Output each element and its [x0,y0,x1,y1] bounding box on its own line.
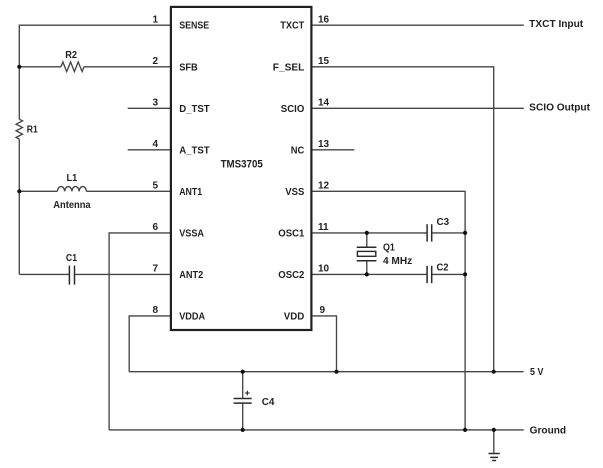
svg-text:D_TST: D_TST [179,104,210,115]
svg-text:12: 12 [318,181,330,192]
svg-text:13: 13 [318,139,330,150]
svg-text:C2: C2 [437,263,449,274]
svg-text:VDD: VDD [284,311,305,322]
svg-text:C3: C3 [437,217,450,228]
svg-text:VSS: VSS [285,187,304,198]
svg-text:C1: C1 [66,253,78,264]
svg-text:OSC1: OSC1 [278,228,304,239]
svg-text:2: 2 [152,56,158,67]
svg-text:VDDA: VDDA [179,311,205,322]
svg-text:Antenna: Antenna [53,200,91,211]
svg-text:1: 1 [152,15,158,26]
svg-text:L1: L1 [67,173,78,184]
svg-text:NC: NC [291,145,305,156]
svg-text:OSC2: OSC2 [278,270,304,281]
svg-text:ANT1: ANT1 [179,187,202,198]
svg-text:16: 16 [318,15,330,26]
svg-text:TMS3705: TMS3705 [221,159,263,171]
svg-text:TXCT: TXCT [280,21,304,32]
svg-text:SCIO Output: SCIO Output [529,103,590,114]
svg-text:R1: R1 [27,125,38,136]
svg-text:6: 6 [152,222,158,233]
svg-text:ANT2: ANT2 [179,270,203,281]
svg-text:14: 14 [318,98,330,109]
svg-text:4: 4 [152,139,158,150]
svg-text:7: 7 [152,264,158,275]
svg-text:VSSA: VSSA [179,228,204,239]
svg-text:SCIO: SCIO [281,104,305,115]
svg-text:Ground: Ground [530,426,567,437]
svg-text:5 V: 5 V [530,367,544,378]
svg-text:5: 5 [152,181,158,192]
svg-text:SFB: SFB [179,62,198,73]
svg-text:10: 10 [318,264,330,275]
svg-text:15: 15 [318,56,330,67]
svg-text:3: 3 [152,98,158,109]
svg-text:C4: C4 [262,397,275,408]
svg-text:SENSE: SENSE [179,21,209,32]
svg-text:R2: R2 [65,50,77,61]
svg-text:8: 8 [152,305,158,316]
svg-text:11: 11 [318,222,329,233]
svg-text:TXCT Input: TXCT Input [529,19,584,30]
svg-text:4 MHz: 4 MHz [383,256,412,267]
svg-text:Q1: Q1 [383,243,395,254]
svg-text:A_TST: A_TST [179,145,210,156]
svg-text:9: 9 [320,305,326,316]
svg-text:F_SEL: F_SEL [273,62,305,73]
